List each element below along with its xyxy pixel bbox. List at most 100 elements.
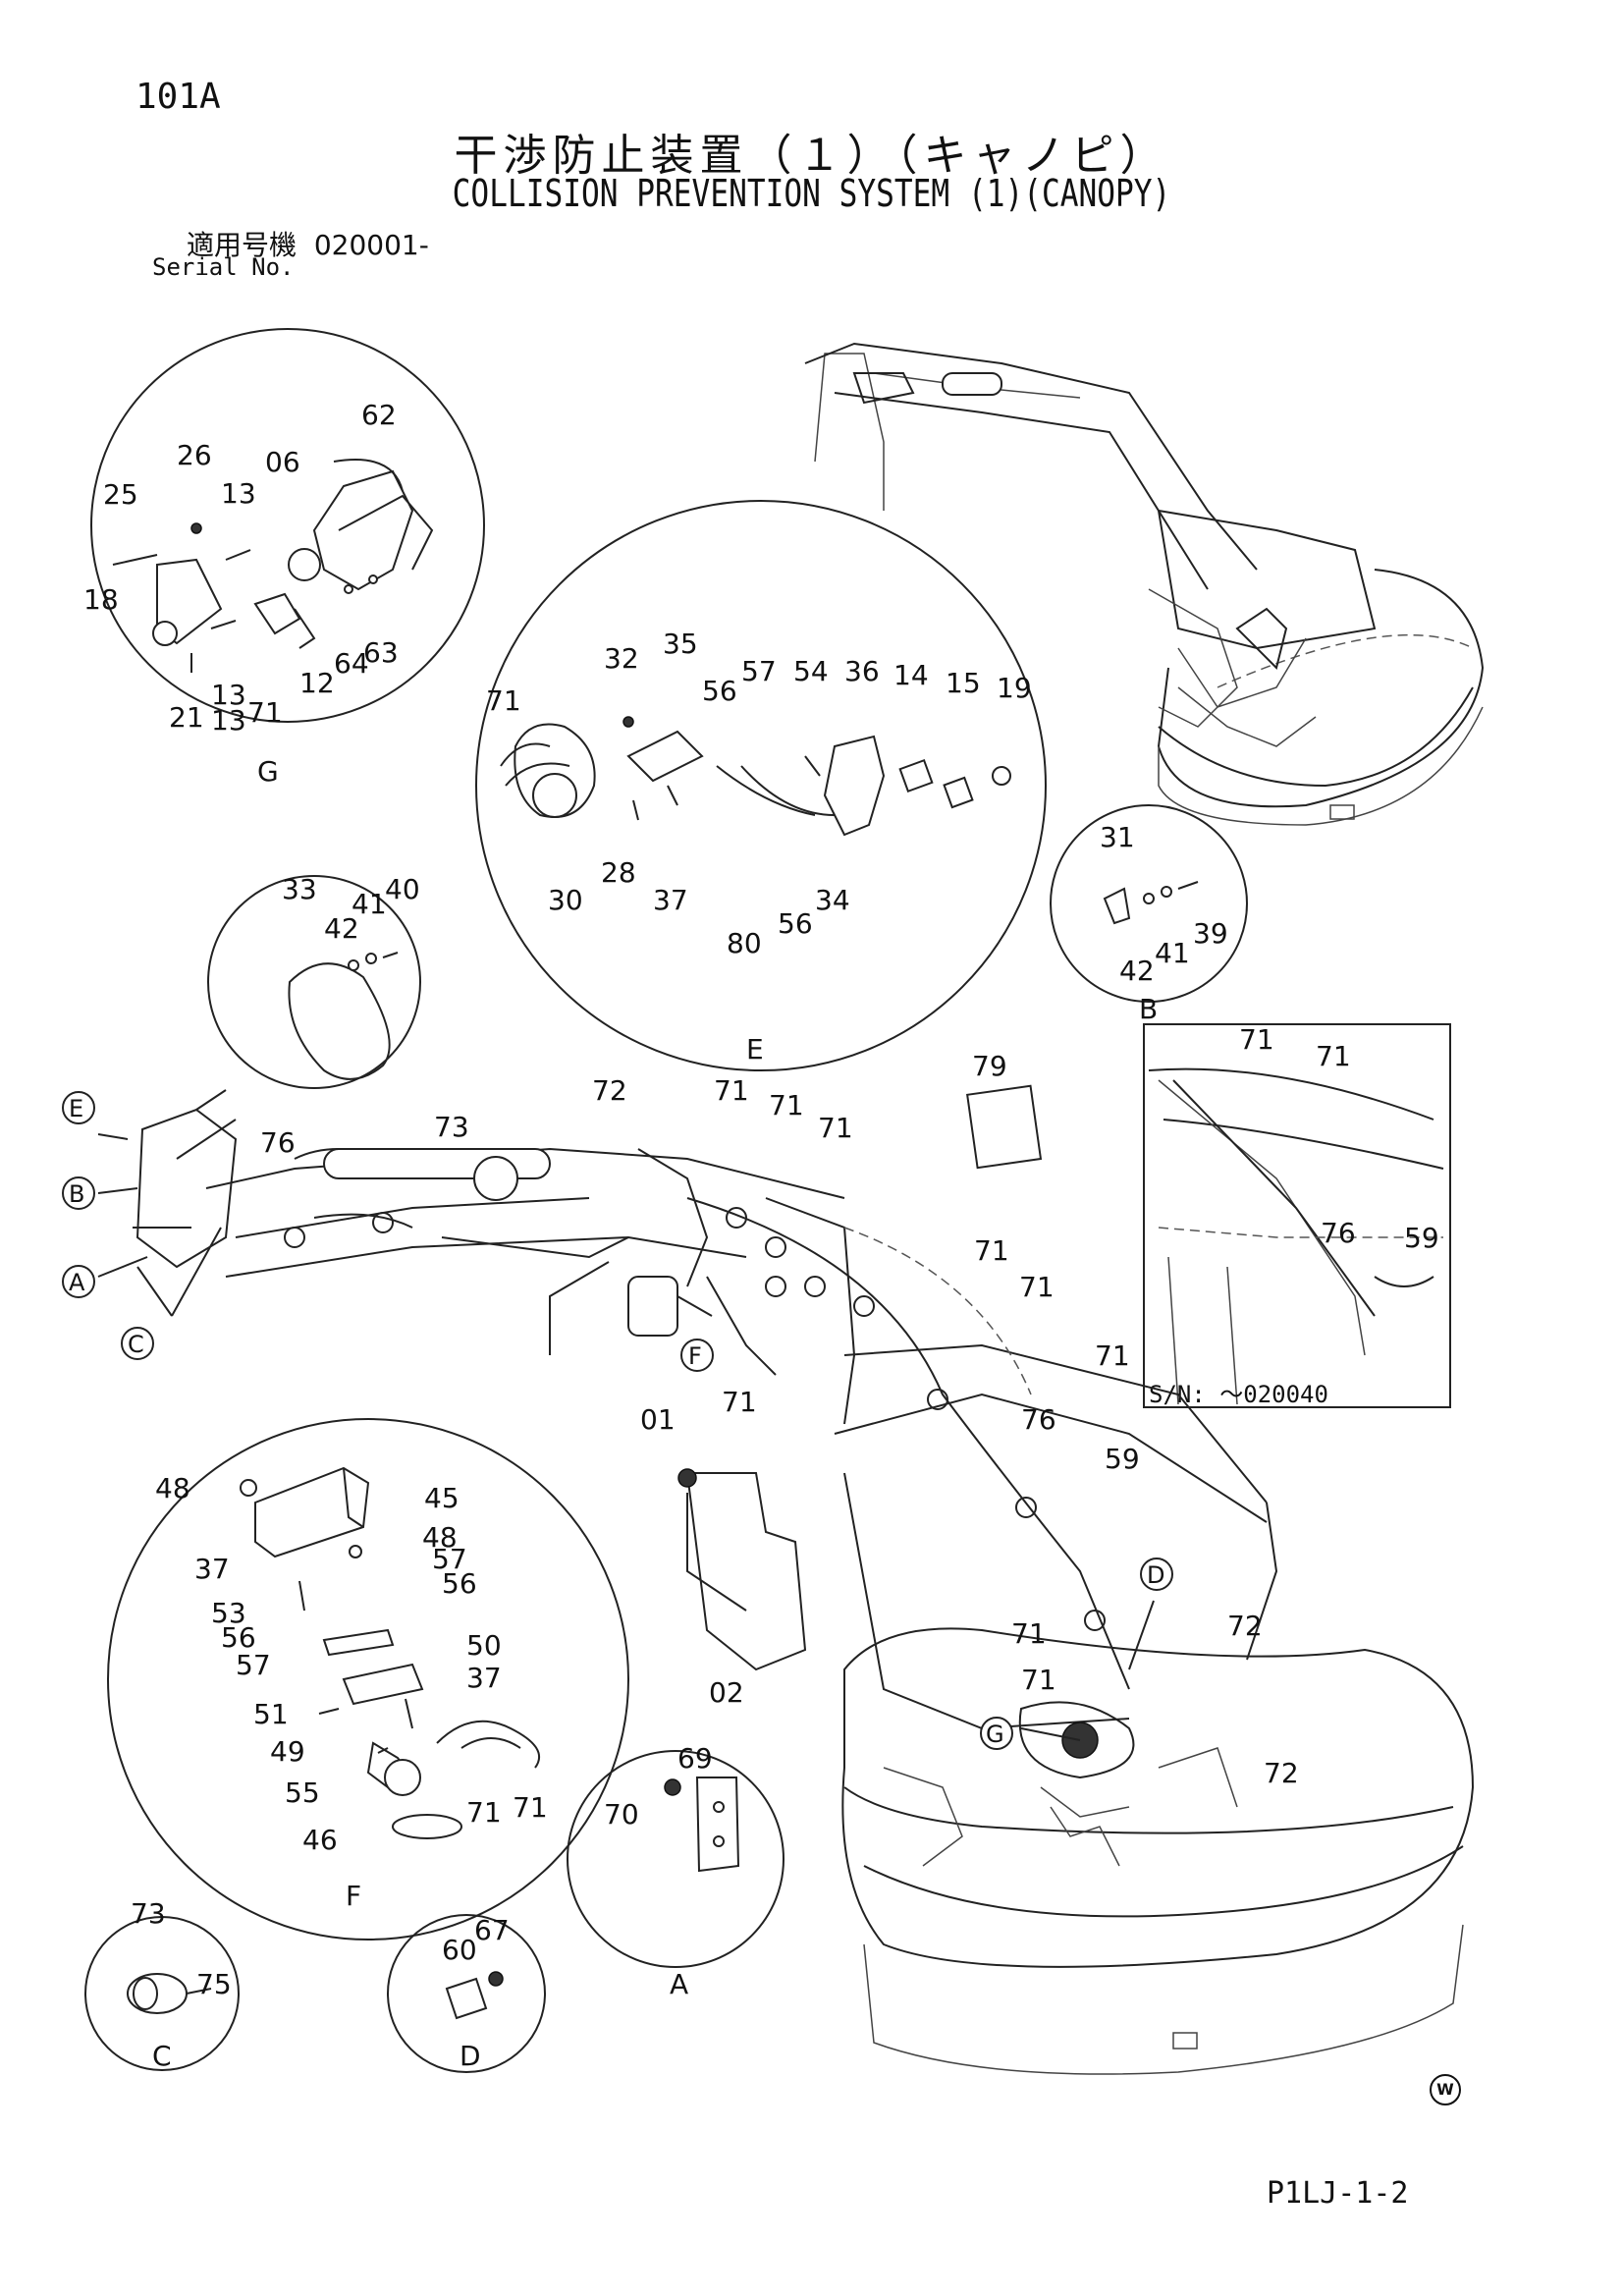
part-label-e-28: 28 [601,856,636,889]
title-english: COLLISION PREVENTION SYSTEM (1)(CANOPY) [452,172,1171,215]
inset-label-59: 59 [1404,1222,1439,1254]
maker-mark: W [1430,2074,1461,2105]
callout-e: E [69,1095,83,1122]
part-label-f-56b: 56 [221,1621,256,1654]
part-label-f-37b: 37 [466,1662,502,1694]
excavator-upper-view [804,342,1485,826]
part-label-g-21: 21 [169,701,204,734]
part-label-f-45: 45 [424,1482,460,1514]
part-label-e-80: 80 [727,927,762,959]
callout-letters: E B A C F D G [62,1091,1173,1750]
main-label-71f: 71 [722,1386,757,1418]
part-label-c-73: 73 [131,1897,166,1930]
detail-e-name: E [746,1033,764,1066]
inset-label-71a: 71 [1239,1023,1274,1056]
main-label-76a: 76 [260,1126,296,1159]
main-part-labels: 76 73 72 71 71 71 79 71 71 71 71 01 76 5… [260,1050,1299,1789]
part-label-f-56a: 56 [442,1567,477,1600]
detail-g: 62 26 06 25 13 18 13 64 63 12 21 13 71 G [83,328,485,788]
main-label-71e: 71 [1019,1271,1055,1303]
main-label-71h: 71 [1011,1617,1047,1650]
main-label-71d: 71 [974,1234,1009,1267]
detail-c: 73 75 C [84,1897,240,2072]
part-label-f-55: 55 [285,1777,320,1809]
part-label-b-39: 39 [1193,917,1228,950]
main-label-76b: 76 [1021,1403,1056,1436]
main-label-79: 79 [972,1050,1007,1082]
part-label-b-42: 42 [1119,955,1155,987]
part-label-e-19: 19 [997,672,1032,704]
detail-f-name: F [346,1880,361,1912]
part-label-f-71a: 71 [466,1796,502,1829]
part-label-e-54: 54 [793,655,829,687]
title-japanese: 干渉防止装置（１）（キャノピ） [454,131,1169,181]
serial-number: 020001- [313,229,429,261]
main-label-71b: 71 [769,1089,804,1121]
part-label-e-14: 14 [893,659,929,691]
part-label-c-75: 75 [196,1968,232,2000]
part-label-g-06: 06 [265,446,300,478]
main-label-02: 02 [709,1676,744,1709]
part-label-e-34: 34 [815,884,850,916]
part-label-g-25: 25 [103,478,138,511]
part-label-g-26: 26 [177,439,212,471]
part-label-g-71: 71 [247,696,283,729]
part-label-cover-42: 42 [324,912,359,945]
part-label-a-70: 70 [604,1798,639,1831]
main-label-72b: 72 [1227,1610,1263,1642]
part-label-e-35: 35 [663,628,698,660]
detail-f: 48 45 48 37 57 53 56 56 57 50 37 51 49 5… [107,1418,629,1941]
callout-b: B [69,1180,84,1208]
part-label-f-37a: 37 [194,1553,230,1585]
part-label-e-71: 71 [486,684,521,717]
callout-g: G [986,1721,1004,1748]
part-label-g-13c: 13 [211,704,246,737]
main-label-59: 59 [1105,1443,1140,1475]
part-label-cover-40: 40 [385,873,420,905]
main-label-72c: 72 [1264,1757,1299,1789]
part-label-a-69: 69 [677,1742,713,1775]
footer-code: P1LJ-1-2 [1267,2176,1409,2211]
part-label-d-60: 60 [442,1934,477,1966]
callout-arrows [97,1119,1155,1741]
main-label-72a: 72 [592,1074,627,1107]
detail-a-name: A [670,1968,688,2000]
page-code: 101A [135,77,221,117]
part-label-d-67: 67 [474,1914,510,1946]
callout-c: C [128,1331,144,1358]
part-label-f-71b: 71 [513,1791,548,1824]
serial-label-jp-text: 適用号機 [187,229,298,261]
part-label-f-49: 49 [270,1735,305,1768]
part-label-e-56b: 56 [778,907,813,940]
detail-d-name: D [460,2040,481,2072]
part-label-f-46: 46 [302,1824,338,1856]
part-label-f-48b: 48 [422,1521,458,1554]
excavator-main-view [135,1084,1475,2075]
part-label-e-37: 37 [653,884,688,916]
detail-a: 69 70 A [567,1742,784,2000]
main-label-71g: 71 [1095,1339,1130,1372]
serial-label-japanese: 適用号機 020001- [187,224,429,263]
part-label-f-57b: 57 [236,1649,271,1681]
part-label-e-57: 57 [741,655,777,687]
main-label-71c: 71 [818,1112,853,1144]
callout-d: D [1147,1561,1164,1589]
part-label-g-13b: 13 [211,679,246,711]
part-label-f-51: 51 [253,1698,289,1730]
main-label-73: 73 [434,1111,469,1143]
detail-g-name: G [257,755,279,788]
inset-early-serial: 71 71 76 59 S/N: ～020040 [1143,1023,1451,1408]
part-label-e-56a: 56 [702,675,737,707]
part-label-e-32: 32 [604,642,639,675]
detail-cover: 33 42 41 40 [195,873,421,1111]
part-label-e-15: 15 [946,667,981,699]
detail-d: 60 67 D [387,1914,546,2073]
callout-a: A [69,1269,85,1296]
part-label-cover-33: 33 [282,873,317,905]
part-label-b-31: 31 [1100,821,1135,853]
part-label-cover-41: 41 [352,888,387,920]
part-label-f-50: 50 [466,1629,502,1662]
part-label-f-48a: 48 [155,1472,190,1504]
detail-b-name: B [1139,993,1158,1025]
